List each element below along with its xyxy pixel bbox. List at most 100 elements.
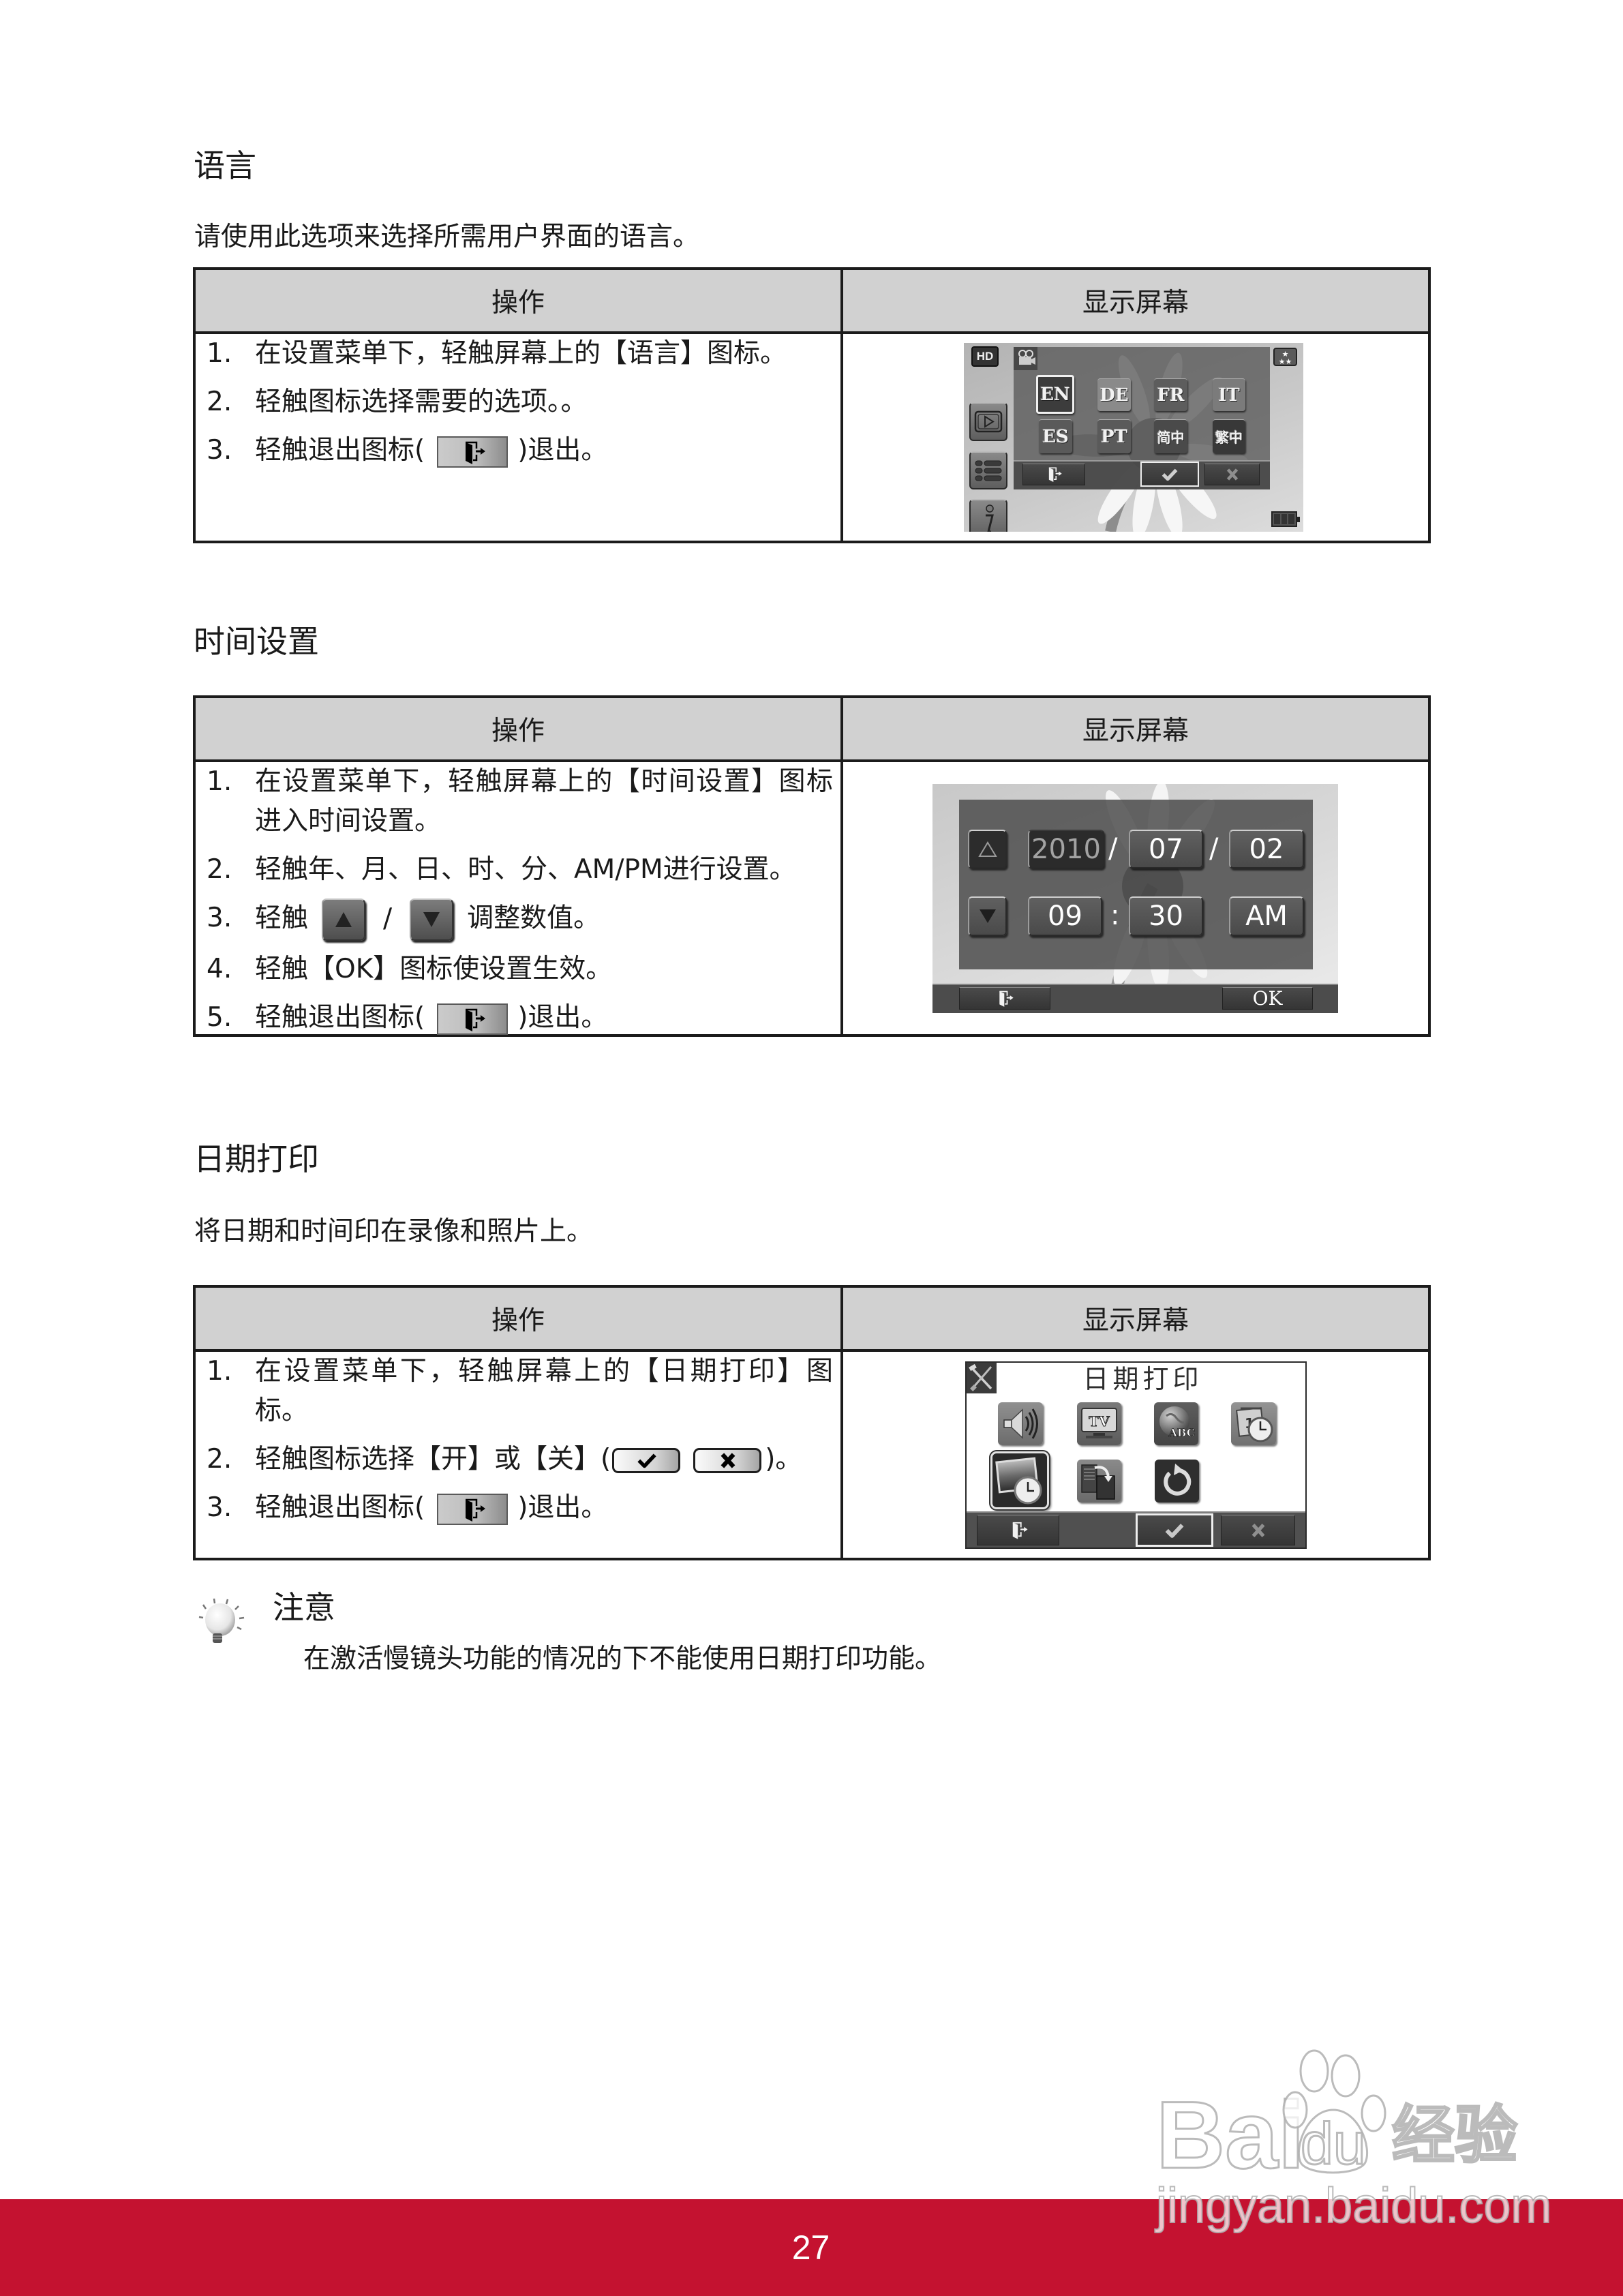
menu-icon [969, 451, 1007, 489]
step-item: 2. 轻触图标选择需要的选项。。 [207, 382, 833, 422]
step-text-before: 轻触 [255, 903, 309, 934]
language-option-es: ES [1039, 419, 1072, 453]
table-body-row: 1. 在设置菜单下，轻触屏幕上的【日期打印】图标。 2. 轻触图标选择【开】或【… [196, 1352, 1428, 1558]
time-setting-screen-preview: 2010 / 07 / 02 09 : 30 AM OK [932, 784, 1338, 1013]
paw-icon [1282, 2049, 1386, 2174]
language-panel: EN DE FR IT ES PT 简中 繁中 [1014, 347, 1270, 489]
month-value: 07 [1149, 833, 1183, 865]
step-number: 3. [207, 903, 232, 933]
close-icon [693, 1448, 762, 1473]
step-text: 轻触图标选择需要的选项。。 [255, 387, 588, 417]
column-header-operation: 操作 [196, 698, 843, 759]
exit-icon [437, 1493, 509, 1525]
exit-icon [437, 436, 509, 468]
am-pm-value: AM [1245, 901, 1288, 932]
exit-icon [959, 987, 1050, 1010]
date-print-icon [990, 1451, 1049, 1509]
operation-cell: 1. 在设置菜单下，轻触屏幕上的【语言】图标。 2. 轻触图标选择需要的选项。。… [196, 334, 843, 541]
table-body-row: 1. 在设置菜单下，轻触屏幕上的【语言】图标。 2. 轻触图标选择需要的选项。。… [196, 334, 1428, 541]
step-text-after: )退出。 [517, 435, 608, 466]
language-option-it: IT [1213, 378, 1245, 411]
step-text-after: )退出。 [517, 1492, 608, 1523]
svg-text:TV: TV [1089, 1413, 1110, 1430]
exit-icon [437, 1003, 509, 1035]
language-option-de: DE [1097, 378, 1131, 411]
copy-to-card-icon [1077, 1460, 1121, 1502]
step-number: 4. [207, 954, 232, 984]
screen-title: 日期打印 [1082, 1364, 1203, 1394]
separator: / [383, 903, 393, 934]
column-header-display: 显示屏幕 [1082, 1305, 1189, 1336]
svg-text:ABC: ABC [1168, 1426, 1196, 1439]
scene-stars-icon: ★★★ [1273, 348, 1297, 366]
date-separator: / [1209, 833, 1219, 864]
language-code: EN [1040, 384, 1070, 405]
info-icon [969, 499, 1007, 532]
step-item: 1. 在设置菜单下，轻触屏幕上的【时间设置】图标进入时间设置。 [207, 762, 833, 841]
language-code: IT [1218, 384, 1240, 406]
step-list: 1. 在设置菜单下，轻触屏幕上的【时间设置】图标进入时间设置。 2. 轻触年、月… [196, 762, 840, 1038]
ok-label: OK [1252, 987, 1283, 1010]
operation-cell: 1. 在设置菜单下，轻触屏幕上的【日期打印】图标。 2. 轻触图标选择【开】或【… [196, 1352, 843, 1558]
close-icon [1204, 464, 1260, 485]
step-text: 轻触/调整数值。 [255, 898, 833, 941]
step-text: 轻触【OK】图标使设置生效。 [255, 954, 613, 984]
settings-tools-icon [967, 1363, 997, 1393]
table-header-row: 操作 显示屏幕 [196, 270, 1428, 334]
arrow-down-icon [410, 898, 454, 941]
watermark-brand-left: Bai [1155, 2081, 1306, 2188]
step-number: 3. [207, 1492, 232, 1523]
language-option-traditional-chinese: 繁中 [1213, 419, 1245, 453]
step-text: 在设置菜单下，轻触屏幕上的【时间设置】图标进入时间设置。 [255, 766, 833, 836]
language-code: PT [1101, 426, 1127, 447]
hd-badge-label: HD [976, 350, 994, 363]
check-icon [612, 1448, 681, 1473]
arrow-up-icon [322, 898, 366, 941]
sound-icon [998, 1402, 1043, 1445]
am-pm-field: AM [1229, 896, 1304, 936]
step-text: 轻触退出图标( )退出。 [255, 1488, 833, 1528]
step-text-before: 轻触退出图标( [255, 1492, 425, 1523]
hour-value: 09 [1048, 901, 1082, 932]
language-screen-preview: HD EN DE FR IT ES [964, 343, 1303, 532]
close-icon [1221, 1515, 1295, 1545]
step-number: 5. [207, 1002, 232, 1033]
page-footer: 27 [0, 2199, 1623, 2296]
step-item: 2. 轻触图标选择【开】或【关】()。 [207, 1440, 833, 1479]
ok-button: OK [1222, 987, 1313, 1010]
section-description-language: 请使用此选项来选择所需用户界面的语言。 [194, 222, 700, 252]
date-print-screen-preview: 日期打印 TV ABC 1 [965, 1361, 1307, 1549]
display-cell: 2010 / 07 / 02 09 : 30 AM OK [843, 762, 1428, 1034]
language-code: FR [1157, 384, 1185, 406]
hd-camera-icon: HD [971, 346, 999, 367]
date-separator: / [1108, 833, 1118, 864]
time-separator: : [1110, 900, 1120, 931]
section-description-date-print: 将日期和时间印在录像和照片上。 [194, 1216, 594, 1247]
minute-field: 30 [1129, 896, 1203, 936]
step-text: 轻触图标选择【开】或【关】()。 [255, 1440, 833, 1479]
year-value: 2010 [1031, 833, 1101, 865]
note-title: 注意 [273, 1589, 335, 1626]
minute-value: 30 [1149, 901, 1183, 932]
date-print-table: 操作 显示屏幕 1. 在设置菜单下，轻触屏幕上的【日期打印】图标。 2. 轻触图… [193, 1285, 1431, 1560]
check-icon [1140, 462, 1199, 487]
step-item: 2. 轻触年、月、日、时、分、AM/PM进行设置。 [207, 850, 833, 890]
exit-icon [1022, 464, 1085, 485]
display-cell: HD EN DE FR IT ES [843, 334, 1428, 541]
section-heading-time-setting: 时间设置 [194, 623, 319, 660]
exit-icon [977, 1515, 1059, 1545]
step-item: 3. 轻触/调整数值。 [207, 898, 833, 941]
step-text: 在设置菜单下，轻触屏幕上的【日期打印】图标。 [255, 1356, 833, 1426]
time-setting-table: 操作 显示屏幕 1. 在设置菜单下，轻触屏幕上的【时间设置】图标进入时间设置。 … [193, 695, 1431, 1037]
step-number: 2. [207, 387, 232, 417]
day-field: 02 [1229, 830, 1304, 868]
language-code: DE [1099, 384, 1129, 406]
language-option-en: EN [1036, 375, 1074, 414]
step-number: 1. [207, 1356, 232, 1387]
step-text: 在设置菜单下，轻触屏幕上的【语言】图标。 [255, 338, 787, 369]
language-code: ES [1042, 426, 1069, 447]
baidu-jingyan-watermark: Bai du 经验 jingyan.baidu.com [1152, 2045, 1552, 2243]
step-item: 1. 在设置菜单下，轻触屏幕上的【日期打印】图标。 [207, 1352, 833, 1431]
step-item: 1. 在设置菜单下，轻触屏幕上的【语言】图标。 [207, 334, 833, 374]
video-camera-icon [1014, 347, 1037, 370]
